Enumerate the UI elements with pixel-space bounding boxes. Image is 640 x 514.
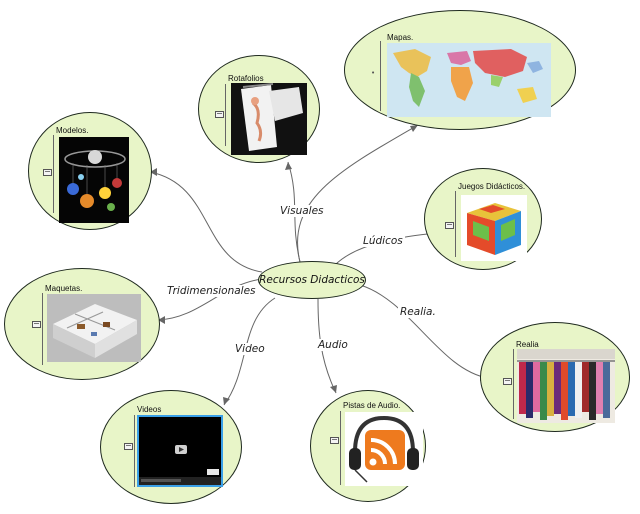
node-divider	[340, 411, 341, 485]
connector-maquetas	[157, 278, 263, 321]
node-title: Pistas de Audio.	[343, 401, 401, 410]
link-label-ludicos: Lúdicos	[361, 235, 405, 247]
arrowhead-rotafolios	[285, 162, 292, 170]
node-mapas[interactable]: Mapas. •	[344, 10, 576, 130]
node-title: Realia	[516, 340, 539, 349]
attachment-icon	[32, 321, 41, 328]
video-player-thumbnail[interactable]	[137, 415, 223, 487]
attachment-icon	[215, 111, 224, 118]
node-pistas-de-audio[interactable]: Pistas de Audio.	[310, 390, 426, 502]
clothing-rack-thumbnail[interactable]	[517, 349, 615, 423]
arrowhead-video	[223, 397, 230, 405]
node-divider	[225, 84, 226, 146]
attachment-icon	[43, 169, 52, 176]
central-node[interactable]: Recursos Didacticos	[258, 261, 366, 299]
arrowhead-modelos	[150, 168, 157, 176]
node-divider	[134, 415, 135, 487]
attachment-icon	[330, 437, 339, 444]
node-title: Juegos Didácticos.	[458, 182, 526, 191]
video-player-icon	[139, 417, 221, 485]
node-title: Videos	[137, 405, 162, 414]
attachment-marker-icon: •	[371, 69, 376, 77]
node-juegos-didacticos[interactable]: Juegos Didácticos.	[424, 168, 542, 270]
flipchart-thumbnail[interactable]	[231, 83, 307, 155]
attachment-icon	[445, 222, 454, 229]
arrowhead-audio	[330, 385, 337, 393]
flipchart-icon	[231, 83, 307, 155]
link-label-tridimensionales: Tridimensionales	[165, 285, 258, 297]
house-model-icon	[47, 294, 141, 362]
node-divider	[513, 349, 514, 419]
node-realia[interactable]: Realia	[480, 322, 630, 432]
node-divider	[455, 191, 456, 257]
rss-headphones-icon	[349, 415, 419, 483]
puzzle-cube-icon	[467, 203, 521, 255]
node-title: Modelos.	[56, 126, 89, 135]
central-node-label: Recursos Didacticos	[259, 274, 365, 286]
architectural-model-thumbnail[interactable]	[47, 294, 141, 362]
world-map-icon	[387, 43, 551, 117]
world-map-thumbnail[interactable]	[387, 43, 551, 117]
node-title: Mapas.	[387, 33, 414, 42]
rss-headphones-thumbnail[interactable]	[345, 412, 423, 486]
attachment-icon	[503, 378, 512, 385]
node-divider	[53, 135, 54, 213]
arrowhead-maquetas	[158, 316, 165, 324]
clothing-rack-icon	[517, 349, 615, 423]
arrowhead-mapas	[410, 125, 418, 132]
connector-visuales-mapas	[297, 124, 419, 263]
node-divider	[42, 293, 43, 365]
solar-system-model-thumbnail[interactable]	[59, 137, 129, 223]
link-label-audio: Audio	[316, 339, 350, 351]
attachment-icon	[124, 443, 133, 450]
node-maquetas[interactable]: Maquetas.	[4, 268, 160, 380]
link-label-realia: Realia.	[398, 306, 438, 318]
connector-realia	[359, 284, 489, 379]
puzzle-cube-thumbnail[interactable]	[461, 195, 527, 261]
node-title: Maquetas.	[45, 284, 83, 293]
solar-system-icon	[59, 137, 129, 223]
link-label-visuales: Visuales	[278, 205, 326, 217]
node-rotafolios[interactable]: Rotafolios	[198, 55, 320, 163]
node-title: Rotafolios	[228, 74, 264, 83]
node-modelos[interactable]: Modelos.	[28, 112, 152, 230]
node-divider	[380, 41, 381, 111]
link-label-video: Video	[233, 343, 267, 355]
node-videos[interactable]: Videos	[100, 390, 242, 504]
connector-modelos	[149, 171, 263, 273]
